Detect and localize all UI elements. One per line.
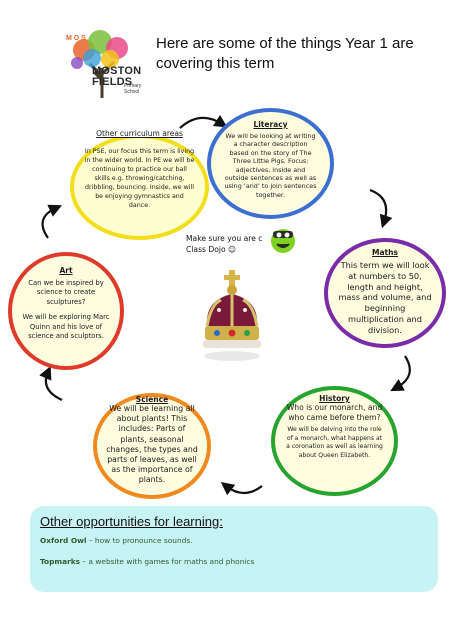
dojo-line1: Make sure you are c	[186, 234, 263, 243]
arrow-history-to-science	[220, 481, 263, 496]
art-body-1: Can we be inspired by science to create …	[28, 279, 104, 306]
logo-line2: FIELDS	[92, 76, 133, 88]
oxford-owl-desc: – how to pronounce sounds.	[86, 536, 193, 545]
topmarks-desc: – a website with games for maths and pho…	[80, 557, 255, 566]
art-title: Art	[59, 266, 73, 275]
other-body: In PSE, our focus this term is living in…	[84, 148, 195, 209]
literacy-title: Literacy	[253, 120, 288, 129]
history-title: History	[319, 394, 350, 403]
crown-icon	[203, 270, 261, 361]
logo-ring-text: M O S	[66, 35, 86, 42]
bottom-title: Other opportunities for learning:	[40, 514, 223, 529]
science-circle: Science We will be learning all about pl…	[93, 393, 211, 499]
logo-sub1: Primary	[124, 83, 142, 89]
history-circle: History Who is our monarch, and who came…	[271, 386, 398, 496]
logo-wordmark: MOSTON FIELDS	[92, 66, 141, 88]
title-line2: covering this term	[156, 55, 275, 72]
logo-subtitle: Primary School	[124, 83, 142, 95]
maths-title: Maths	[372, 248, 398, 257]
class-dojo-note: Make sure you are c Class Dojo ☺	[186, 234, 262, 255]
art-body-2: We will be exploring Marc Quinn and his …	[22, 313, 110, 341]
bottom-item-topmarks: Topmarks – a website with games for math…	[40, 557, 428, 567]
arrow-maths-to-history	[390, 355, 411, 392]
school-logo-tree: M O S	[66, 30, 128, 98]
arrow-other-to-literacy	[179, 114, 228, 129]
oxford-owl-name: Oxford Owl	[40, 536, 87, 545]
history-body: We will be delving into the role of a mo…	[286, 426, 383, 459]
arrow-science-to-art	[39, 365, 63, 402]
literacy-body: We will be looking at writing a characte…	[224, 132, 317, 199]
topmarks-name: Topmarks	[40, 557, 81, 566]
bottom-item-oxford-owl: Oxford Owl – how to pronounce sounds.	[40, 536, 428, 546]
other-title: Other curriculum areas	[94, 129, 185, 138]
art-circle: Art Can we be inspired by science to cre…	[8, 252, 124, 370]
dojo-line2: Class Dojo ☺	[186, 244, 236, 254]
history-question: Who is our monarch, and who came before …	[286, 403, 383, 422]
title-line1: Here are some of the things Year 1 are	[156, 35, 414, 52]
page-title: Here are some of the things Year 1 are c…	[156, 34, 446, 74]
other-opportunities-panel: Other opportunities for learning: Oxford…	[30, 506, 438, 592]
class-dojo-monster-icon	[271, 229, 295, 253]
arrow-art-to-other	[41, 204, 63, 239]
maths-body: This term we will look at numbers to 50,…	[338, 260, 432, 335]
logo-line1: MOSTON	[92, 65, 142, 77]
logo-sub2: School	[124, 88, 140, 95]
science-title: Science	[135, 395, 169, 404]
literacy-circle: Literacy We will be looking at writing a…	[207, 108, 334, 219]
science-body: We will be learning all about plants! Th…	[106, 404, 198, 485]
arrow-literacy-to-maths	[369, 188, 393, 229]
maths-circle: Maths This term we will look at numbers …	[324, 238, 446, 348]
other-curriculum-circle: Other curriculum areas In PSE, our focus…	[70, 129, 209, 240]
